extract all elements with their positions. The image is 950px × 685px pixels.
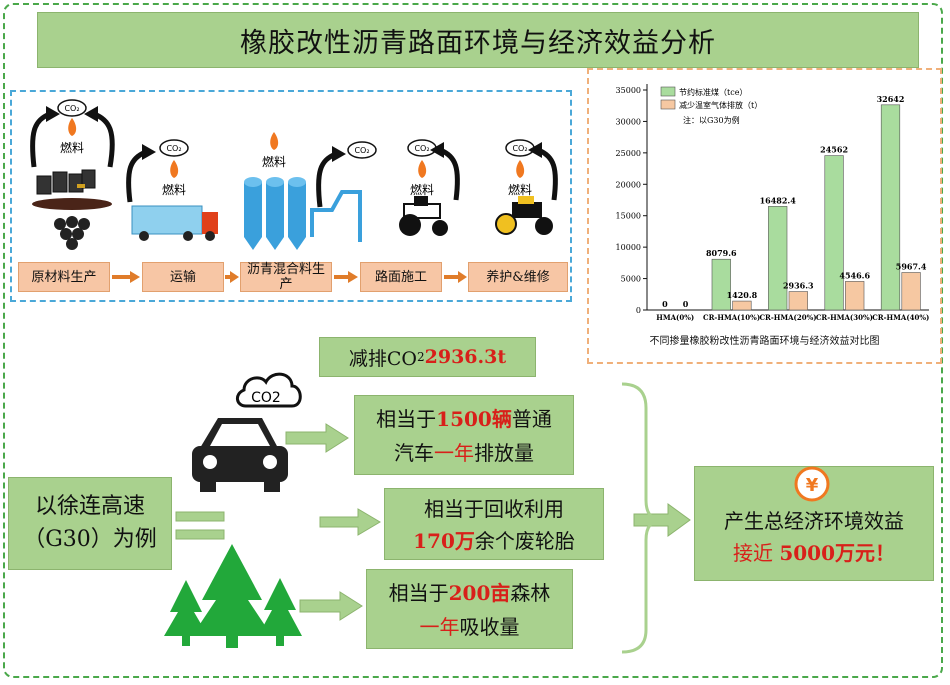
bar xyxy=(768,206,788,311)
bar xyxy=(824,155,844,311)
legend-label: 减少温室气体排放（t） xyxy=(679,100,762,110)
outer-frame xyxy=(3,3,943,678)
legend-label: 节约标准煤（tce） xyxy=(679,87,747,97)
svg-text:CO₂: CO₂ xyxy=(166,144,181,153)
maintenance-illustration: CO₂ 燃料 xyxy=(495,139,558,235)
road-roller-icon xyxy=(495,196,553,235)
x-tick-label: CR-HMA(20%) xyxy=(759,313,816,322)
stage-mix-production: 沥青混合料生产 xyxy=(240,262,332,292)
bar xyxy=(788,291,808,311)
y-tick-label: 30000 xyxy=(616,117,641,126)
stage-raw-material: 原材料生产 xyxy=(18,262,110,292)
bar-chart: 0 5000 10000 15000 20000 25000 30000 35000 0 0HMA… xyxy=(616,84,929,322)
data-label: 16482.4 xyxy=(760,195,797,205)
co2-cloud-icon xyxy=(347,141,377,159)
forest-equivalent-box: 相当于200亩森林 一年吸收量 xyxy=(366,569,573,649)
barrels-icon xyxy=(32,169,112,210)
data-label: 4546.6 xyxy=(839,270,870,280)
data-label: 24562 xyxy=(820,145,848,155)
svg-text:燃料: 燃料 xyxy=(262,154,286,169)
cars-equivalent-box: 相当于1500辆普通 汽车一年排放量 xyxy=(354,395,574,475)
stage-paving: 路面施工 xyxy=(360,262,442,292)
stage-maintenance: 养护&维修 xyxy=(468,262,568,292)
data-label: 32642 xyxy=(877,94,905,104)
y-tick-label: 35000 xyxy=(616,86,641,95)
data-label: 2936.3 xyxy=(783,281,814,291)
data-label: 1420.8 xyxy=(727,290,758,300)
y-tick-label: 5000 xyxy=(621,275,641,284)
data-label: 0 xyxy=(683,299,689,309)
x-tick-label: CR-HMA(30%) xyxy=(816,313,873,322)
bar xyxy=(845,281,865,311)
paving-illustration: CO₂ 燃料 xyxy=(399,139,460,236)
stage-transport: 运输 xyxy=(142,262,224,292)
x-tick-label: HMA(0%) xyxy=(656,313,694,322)
co2-cloud-icon: CO₂ xyxy=(57,99,87,117)
flame-icon xyxy=(418,160,427,178)
y-tick-label: 25000 xyxy=(616,149,641,158)
x-tick-label: CR-HMA(40%) xyxy=(872,313,929,322)
title-banner: 橡胶改性沥青路面环境与经济效益分析 xyxy=(37,12,919,68)
tires-equivalent-box: 相当于回收利用 170万余个废轮胎 xyxy=(384,488,604,560)
flame-icon xyxy=(270,132,279,150)
legend-swatch xyxy=(660,99,676,110)
lifecycle-process-panel: CO₂ 燃料 CO₂ 燃料 xyxy=(10,90,572,302)
chart-note: 注：以G30为例 xyxy=(683,115,740,125)
stage-arrows xyxy=(112,271,467,283)
bar xyxy=(732,300,752,311)
raw-material-illustration: CO₂ 燃料 xyxy=(30,99,115,250)
total-benefit-box: 产生总经济环境效益 接近 5000万元！ xyxy=(694,466,934,581)
transport-illustration: CO₂ 燃料 xyxy=(126,139,218,241)
svg-text:燃料: 燃料 xyxy=(410,182,434,197)
svg-text:CO₂: CO₂ xyxy=(512,144,527,153)
flame-icon xyxy=(170,160,179,178)
co2-cloud-icon xyxy=(159,139,189,157)
fuel-label: 燃料 xyxy=(60,140,84,155)
mixing-plant-illustration: 燃料 CO₂ xyxy=(244,132,377,250)
bar xyxy=(711,258,731,311)
data-label: 8079.6 xyxy=(706,248,737,258)
flame-icon xyxy=(68,118,77,136)
silo-icon xyxy=(244,177,362,250)
y-tick-label: 15000 xyxy=(616,212,641,221)
y-tick-label: 20000 xyxy=(616,180,641,189)
process-illustration: CO₂ 燃料 CO₂ 燃料 xyxy=(30,99,558,250)
svg-text:燃料: 燃料 xyxy=(508,182,532,197)
bar xyxy=(880,104,901,311)
svg-text:CO₂: CO₂ xyxy=(414,144,429,153)
legend-swatch xyxy=(660,86,676,97)
x-tick-label: CR-HMA(10%) xyxy=(703,313,760,322)
g30-example-box: 以徐连高速 （G30）为例 xyxy=(8,477,172,570)
y-tick-label: 0 xyxy=(636,306,641,315)
svg-text:CO₂: CO₂ xyxy=(64,104,79,113)
tractor-icon xyxy=(399,196,448,236)
flame-icon xyxy=(516,160,525,178)
truck-icon xyxy=(131,205,218,241)
page-title: 橡胶改性沥青路面环境与经济效益分析 xyxy=(240,27,716,59)
bar xyxy=(901,272,921,311)
svg-text:CO₂: CO₂ xyxy=(354,146,369,155)
chart-xlabel: 不同掺量橡胶粉改性沥青路面环境与经济效益对比图 xyxy=(649,336,880,347)
data-label: 5967.4 xyxy=(896,261,927,271)
data-label: 0 xyxy=(662,299,668,309)
y-tick-label: 10000 xyxy=(616,243,641,252)
svg-text:燃料: 燃料 xyxy=(162,182,186,197)
rubber-pellets-icon xyxy=(54,216,90,250)
